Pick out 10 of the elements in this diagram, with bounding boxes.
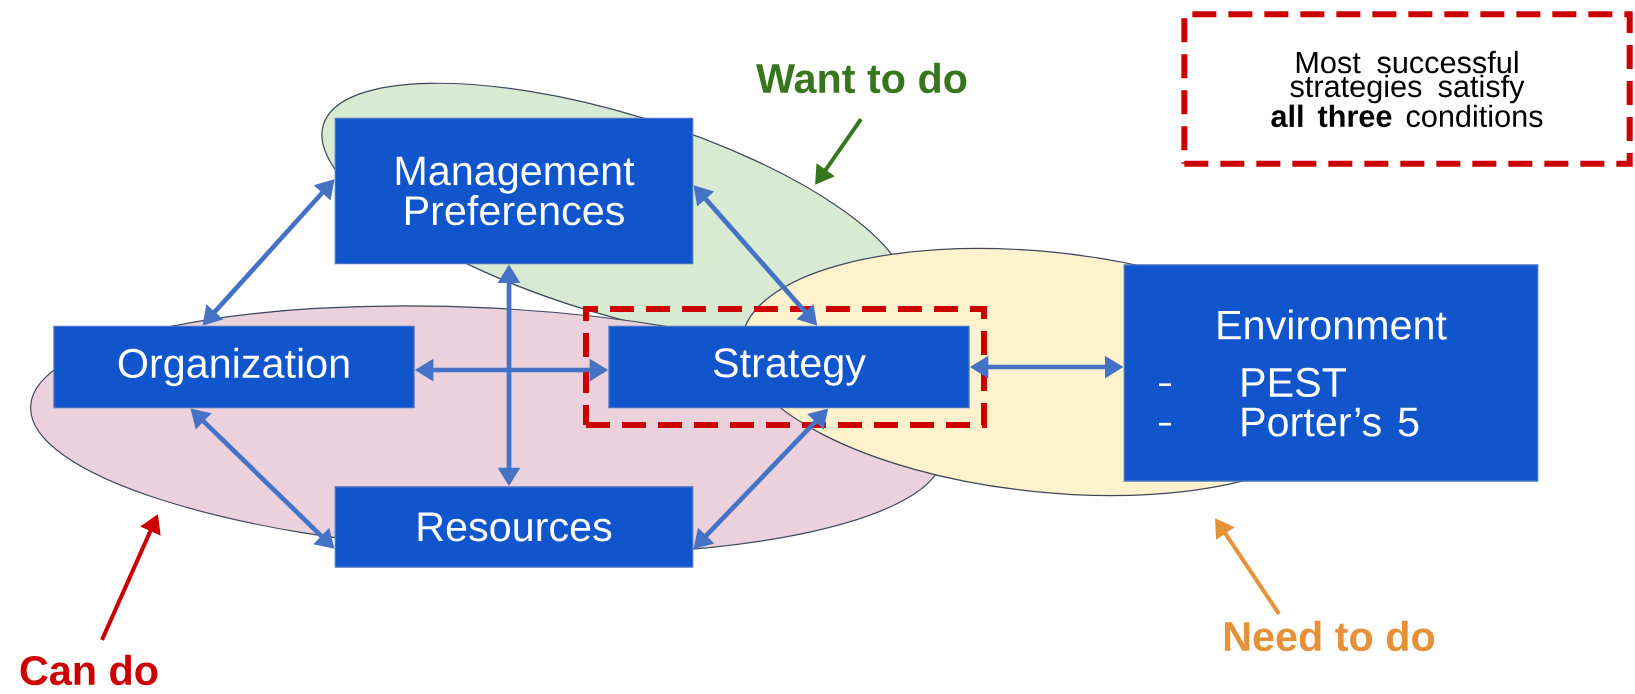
note-box: Most successful strategies satisfy all three conditions — [1181, 11, 1633, 167]
process-box: Management Preferences — [334, 117, 694, 265]
region-label: Need to do — [1225, 620, 1435, 652]
region-label: Want to do — [756, 62, 967, 94]
highlight-box — [583, 306, 987, 428]
list-box: Environment PEST Porter’s 5 — [1123, 264, 1539, 482]
process-box: Strategy — [608, 325, 970, 409]
process-box: Organization — [53, 325, 415, 409]
process-box: Resources — [334, 486, 694, 568]
region-label: Can do — [20, 654, 158, 686]
